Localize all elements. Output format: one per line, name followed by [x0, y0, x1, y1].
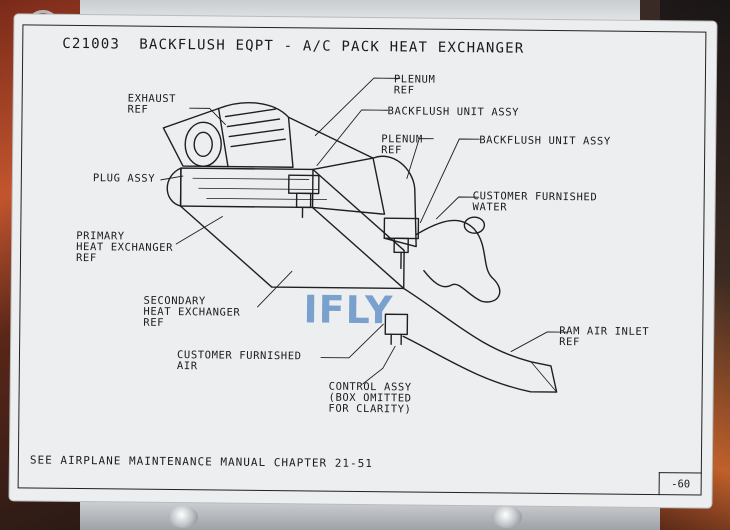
backflush-unit-top: [288, 174, 320, 219]
callout-customer-air: CUSTOMER FURNISHED AIR: [176, 349, 302, 373]
callout-backflush-unit-top: BACKFLUSH UNIT ASSY: [387, 105, 520, 119]
card-title: C21003 BACKFLUSH EQPT - A/C PACK HEAT EX…: [62, 35, 525, 57]
callout-plenum-ref-top: PLENUM REF: [393, 73, 436, 97]
callout-exhaust-ref: EXHAUST REF: [127, 92, 177, 116]
exhaust-duct: [162, 102, 294, 168]
water-hose: [415, 216, 501, 303]
callout-secondary-heat-exchanger: SECONDARY HEAT EXCHANGER REF: [143, 294, 241, 329]
plenum-housing: [287, 116, 417, 248]
ram-air-inlet-duct: [402, 287, 558, 393]
screw-left: [168, 506, 198, 528]
equipment-diagram: [160, 77, 568, 393]
callout-primary-heat-exchanger: PRIMARY HEAT EXCHANGER REF: [75, 229, 174, 265]
screw-right: [492, 506, 522, 528]
footer-note: SEE AIRPLANE MAINTENANCE MANUAL CHAPTER …: [29, 453, 373, 471]
watermark: IFLY: [303, 287, 394, 333]
leader-lines: [160, 77, 568, 385]
callout-backflush-unit-right: BACKFLUSH UNIT ASSY: [479, 134, 611, 148]
page-number: -60: [658, 472, 702, 496]
laminated-card: IFLY C21003 BACKFLUSH EQPT - A/C PACK HE…: [9, 14, 717, 508]
callout-control-assy: CONTROL ASSY (BOX OMITTED FOR CLARITY): [328, 380, 412, 416]
callout-plenum-ref-mid: PLENUM REF: [381, 133, 423, 157]
callout-ram-air-inlet: RAM AIR INLET REF: [559, 325, 650, 349]
callout-customer-water: CUSTOMER FURNISHED WATER: [472, 190, 598, 214]
control-assy: [384, 313, 409, 346]
backflush-unit-right: [383, 217, 420, 270]
callout-plug-assy: PLUG ASSY: [92, 172, 156, 185]
